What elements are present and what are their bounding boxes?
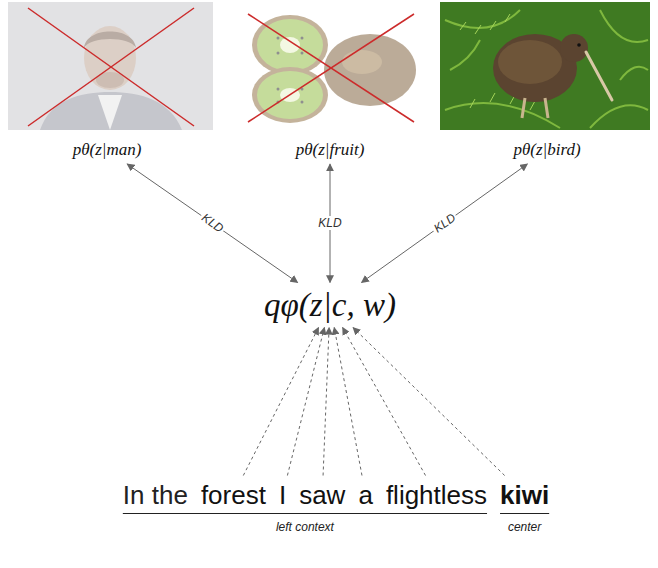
sentence-word: saw	[296, 479, 348, 512]
span-label: center	[508, 520, 541, 534]
span-label: left context	[276, 520, 334, 534]
prior-label: pθ(z|bird)	[510, 139, 583, 161]
context-arrow	[323, 328, 329, 476]
prior-label: pθ(z|man)	[70, 139, 145, 161]
edge-label: KLD	[197, 210, 227, 237]
kld-arrow	[127, 164, 297, 283]
sentence-word: forest	[198, 479, 269, 512]
context-arrow	[243, 328, 318, 476]
kiwi-bird-photo	[440, 2, 650, 130]
sentence-word: kiwi	[497, 479, 552, 512]
edge-label: KLD	[429, 210, 459, 237]
context-arrow	[353, 328, 505, 476]
edge-label: KLD	[316, 216, 343, 230]
sentence-word: flightless	[383, 479, 490, 512]
sentence-word: a	[355, 479, 375, 512]
sentence-word: In the	[120, 479, 191, 512]
prior-label: pθ(z|fruit)	[293, 139, 368, 161]
man-photo	[8, 2, 213, 130]
context-arrow	[334, 328, 362, 476]
context-arrow	[287, 328, 324, 476]
context-arrow	[343, 328, 426, 476]
sentence-word: I	[276, 479, 289, 512]
kld-arrow	[361, 164, 527, 283]
context-underline	[123, 513, 487, 514]
center-underline	[500, 513, 549, 514]
cross-out	[248, 14, 414, 122]
posterior-label: qφ(z|c, w)	[261, 286, 399, 325]
